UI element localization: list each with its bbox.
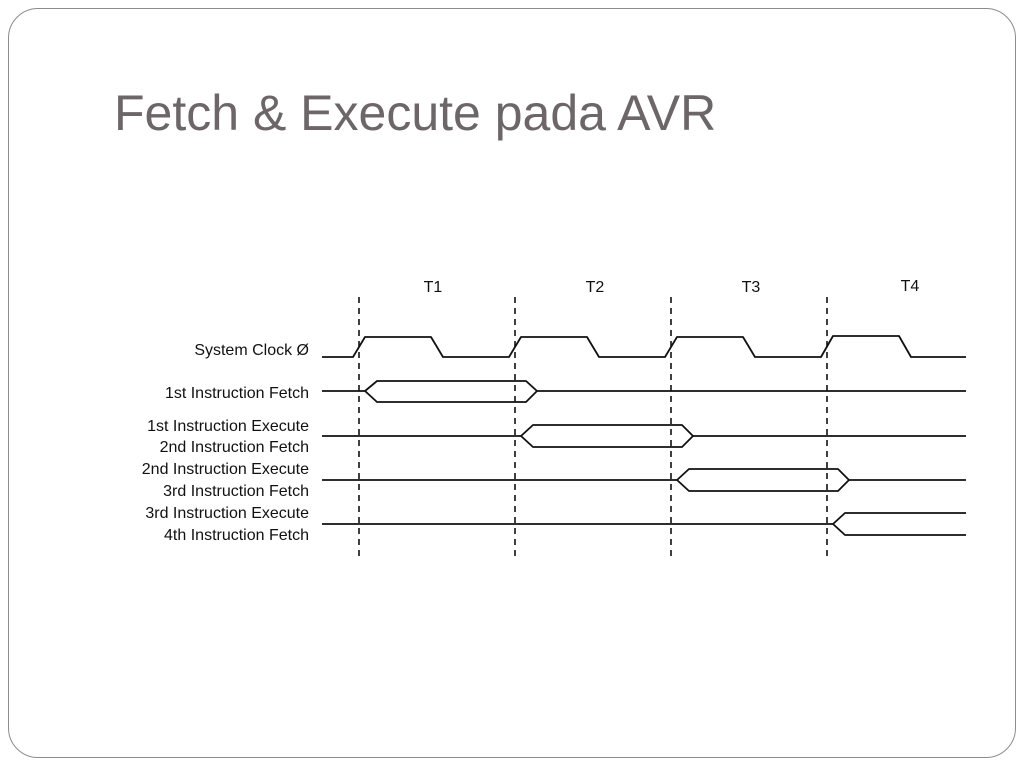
execute-1-waveform-top: [322, 424, 966, 437]
period-label-t4: T4: [901, 278, 920, 295]
signal-label-execute-3: 3rd Instruction Execute: [145, 505, 309, 522]
signal-label-fetch-1: 1st Instruction Fetch: [165, 385, 309, 402]
signal-label-clock: System Clock Ø: [194, 342, 309, 359]
signal-label-fetch-3: 3rd Instruction Fetch: [163, 483, 309, 500]
execute-1-waveform-bottom: [520, 435, 694, 448]
signal-label-execute-2: 2nd Instruction Execute: [142, 461, 309, 478]
execute-2-waveform-top: [322, 468, 966, 481]
period-label-t2: T2: [586, 279, 605, 296]
period-labels: T1 T2 T3 T4: [424, 278, 920, 296]
execute-3-waveform-top: [322, 512, 966, 525]
clock-waveform: [322, 335, 966, 358]
execute-2-waveform-bottom: [676, 479, 850, 492]
fetch-1-waveform-top: [322, 380, 966, 392]
signal-label-fetch-4: 4th Instruction Fetch: [164, 527, 309, 544]
signal-label-execute-1: 1st Instruction Execute: [147, 418, 309, 435]
signal-labels: System Clock Ø 1st Instruction Fetch 1st…: [142, 342, 309, 544]
waveforms: [322, 335, 966, 536]
fetch-1-waveform-bottom: [364, 390, 538, 403]
period-label-t1: T1: [424, 279, 443, 296]
signal-label-fetch-2: 2nd Instruction Fetch: [160, 439, 309, 456]
execute-3-waveform-bottom: [832, 523, 966, 536]
slide-frame: [8, 8, 1016, 758]
period-label-t3: T3: [742, 279, 761, 296]
slide-title: Fetch & Execute pada AVR: [114, 85, 717, 141]
